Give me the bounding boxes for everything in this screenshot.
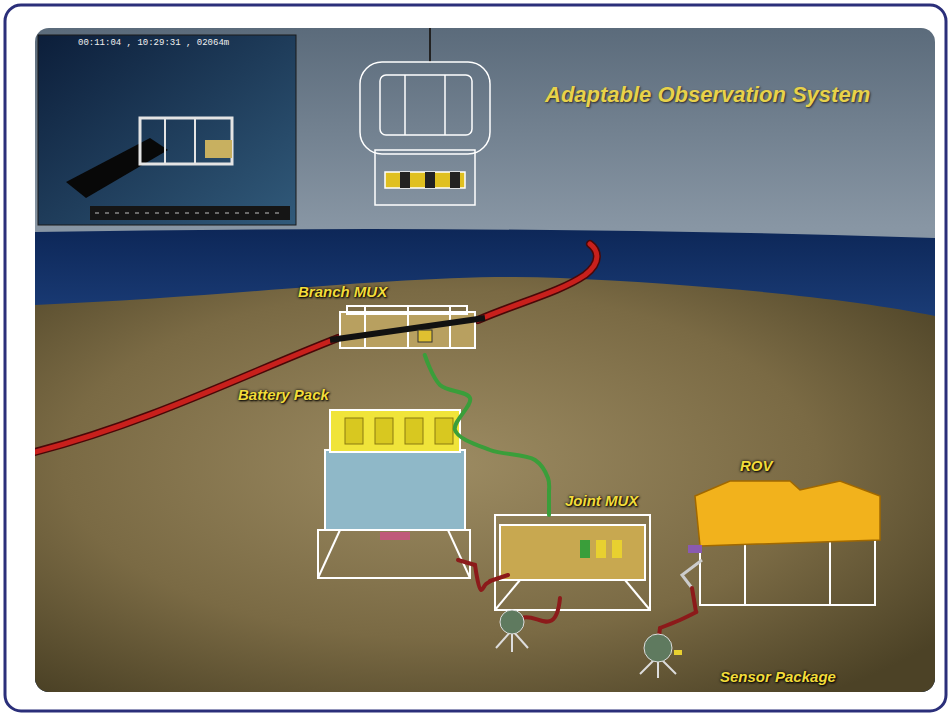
cable-stub [458,560,475,565]
vehicle-payload [385,172,465,188]
outer-frame [5,5,946,711]
vehicle-hull [360,62,490,154]
joint-mux-figure [490,490,650,622]
cable-detail [95,212,285,214]
frame-brace [448,530,470,578]
part-label: Branch MUX [298,283,387,300]
vehicle-bar [444,75,446,135]
frame-brace [495,580,520,610]
frame-brace [625,580,650,610]
rov-label-box: ROV [680,455,885,612]
vehicle-bar [164,118,166,164]
part-label: Joint MUX [565,492,638,509]
sensor-label-box: Sensor Package [630,628,880,695]
vehicle-frame [140,118,232,164]
label-wrap: 00:11:04 , 10:29:31 , 02064m [78,38,229,48]
battery-top [330,410,460,452]
payload-stripe [450,172,460,188]
mux-label-box: Joint MUX [490,490,655,612]
vehicle-bar [404,75,406,135]
mux-label-box: Branch MUX [295,283,485,355]
lift-line [429,28,431,62]
diagram-title: Adaptable Observation System [545,82,870,108]
sky-band [35,28,935,692]
cable-connector [475,565,490,590]
sensor-tag [674,650,682,655]
part-label: Sensor Package [720,668,836,685]
payload-stripe [425,172,435,188]
inset-photo [38,35,296,225]
frame-brace [318,530,340,578]
battery-cell [405,418,423,444]
part-label: ROV [740,457,773,474]
cable-stub [490,575,508,581]
battery-cell [435,418,453,444]
water-band [35,229,935,692]
cable-shadow [35,338,338,452]
rov-camera [688,545,702,553]
branch-mux-figure [330,306,485,348]
cable [35,338,338,452]
title-wrap: Adaptable Observation System [545,82,870,108]
mux-connector [612,540,622,558]
vehicle-skid [375,150,475,205]
mux-bar [449,306,451,348]
battery-cell [375,418,393,444]
vehicle-wedge [66,138,168,198]
part-label: Battery Pack [238,386,329,403]
scene [35,28,935,692]
seabed [35,277,935,692]
rov-arm [682,560,702,588]
sensor-sphere [644,634,672,662]
cable-stub [692,588,696,612]
rov-bar [744,540,746,605]
payload-stripe [400,172,410,188]
cable-stub [547,490,551,515]
rov-bar [829,540,831,605]
vehicle-inner [380,75,472,135]
photo-frame [38,35,296,225]
trunk-cable [35,244,597,452]
cable-through [330,318,485,340]
timestamp-label: 00:11:04 , 10:29:31 , 02064m [78,38,229,48]
sensor-package-figure [640,628,682,678]
mux-connector [580,540,590,558]
mux-connector [418,330,432,342]
mux-body [500,525,645,580]
cable-bar [90,206,290,220]
hanging-vehicle [360,28,490,205]
rov-body [695,481,880,546]
sensor-figure [496,610,528,652]
vehicle-block [205,140,232,158]
cable [478,244,597,320]
sensor-cable [522,598,560,622]
mux-connector [596,540,606,558]
battery-cell [345,418,363,444]
battery-frame [318,530,470,578]
battery-detail [380,532,410,540]
battery-pack-figure [318,410,475,578]
cable-connector [660,612,696,628]
mux-frame [495,515,650,610]
battery-label-box: Battery Pack [235,383,475,585]
sensor-sphere [500,610,524,634]
vehicle-bar [194,118,196,164]
rov-frame [700,540,875,605]
mux-bar [364,306,366,348]
cable-connector [425,355,549,490]
cable-shadow [478,244,597,320]
battery-body [325,450,465,530]
rov-figure [682,481,880,612]
